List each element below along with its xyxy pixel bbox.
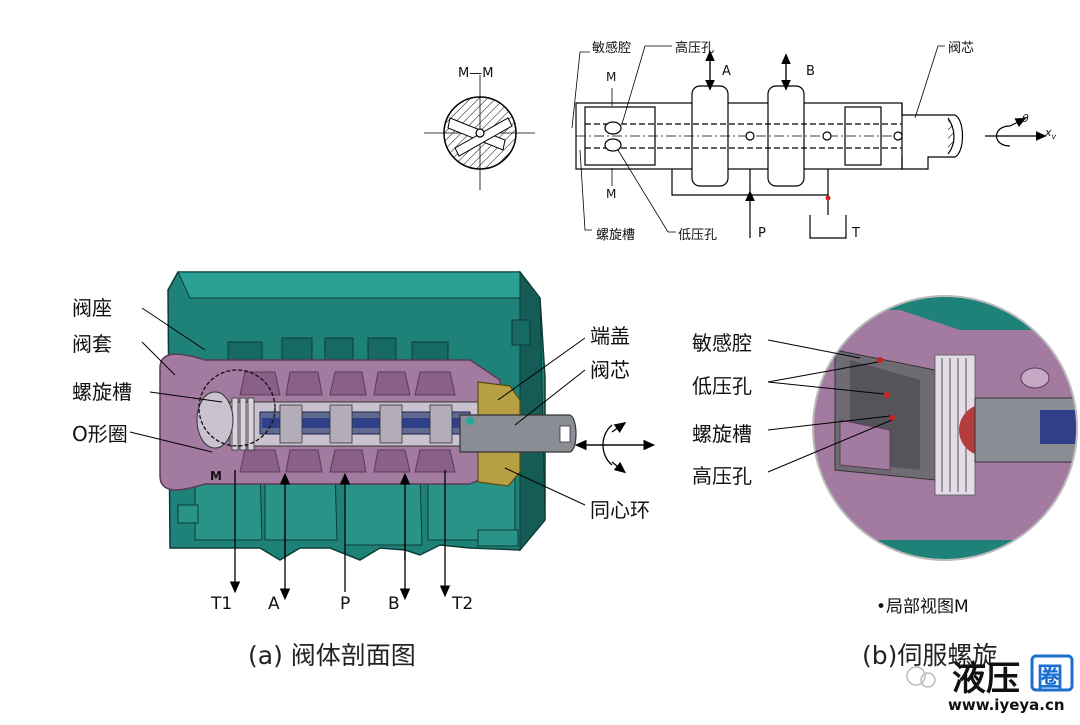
valve-seat-label: 阀座 — [72, 296, 112, 320]
schematic-port-a-label: A — [722, 64, 731, 79]
caption-b: (b)伺服螺旋 — [862, 641, 998, 670]
watermark-url: www.iyeya.cn — [948, 696, 1065, 714]
schematic-low-pressure-hole-label: 低压孔 — [678, 228, 718, 243]
m-marker-label: M — [210, 469, 222, 483]
end-cap-label: 端盖 — [590, 324, 630, 348]
valve-sleeve-label: 阀套 — [72, 332, 112, 356]
port-p-label: P — [340, 594, 351, 614]
detail-sensitive-cavity-label: 敏感腔 — [692, 331, 752, 355]
schematic-body — [571, 45, 1047, 239]
o-ring-label: O形圈 — [72, 422, 128, 446]
port-t2-label: T2 — [452, 594, 474, 614]
spool-shaft — [459, 414, 577, 453]
watermark-brand-suffix: 圈 — [1037, 663, 1064, 693]
port-b-label: B — [388, 594, 400, 614]
schematic-port-p-label: P — [758, 226, 766, 241]
schematic-diagram — [424, 45, 1047, 239]
concentric-ring-label: 同心环 — [590, 498, 650, 522]
watermark-logo — [906, 654, 1074, 692]
detail-spiral-groove-label: 螺旋槽 — [692, 422, 752, 446]
port-a-label: A — [268, 594, 280, 614]
mm-cross-section — [424, 75, 535, 190]
schematic-spiral-groove-label: 螺旋槽 — [596, 228, 636, 243]
schematic-sensitive-cavity-label: 敏感腔 — [592, 41, 632, 56]
detail-view-m — [767, 295, 1078, 561]
detail-view-title: •局部视图M — [876, 597, 969, 617]
detail-low-pressure-hole-label: 低压孔 — [692, 374, 752, 398]
schematic-port-b-label: B — [806, 64, 815, 79]
spiral-groove-label: 螺旋槽 — [72, 380, 132, 404]
xv-label: xv — [1045, 126, 1057, 142]
detail-high-pressure-hole-label: 高压孔 — [692, 464, 752, 488]
schematic-spool-label: 阀芯 — [948, 41, 975, 56]
theta-label: θ — [1022, 112, 1029, 125]
schematic-m-top-label: M — [606, 70, 617, 84]
schematic-high-pressure-hole-label: 高压孔 — [675, 41, 715, 56]
mm-section-label: M—M — [458, 66, 494, 81]
schematic-port-t-label: T — [852, 226, 860, 241]
port-t1-label: T1 — [211, 594, 233, 614]
watermark-brand: 液压 — [952, 659, 1020, 699]
valve-section-view — [129, 270, 656, 601]
schematic-m-bottom-label: M — [606, 187, 617, 201]
caption-a: (a) 阀体剖面图 — [248, 641, 416, 670]
spool-label: 阀芯 — [590, 358, 630, 382]
